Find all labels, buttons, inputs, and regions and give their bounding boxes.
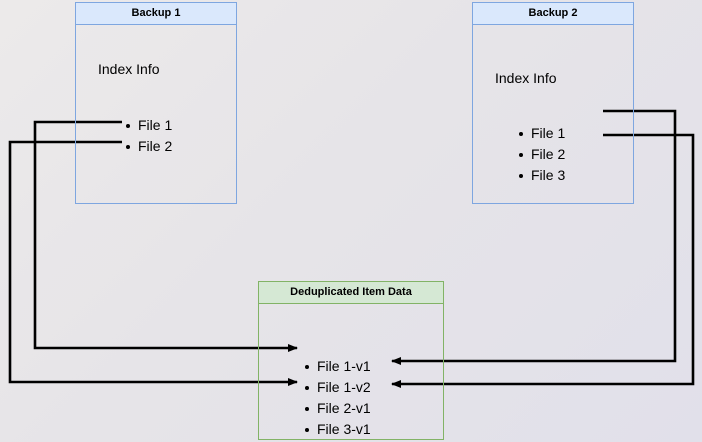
node-backup-1[interactable]: Backup 1 Index Info File 1 File 2 (75, 2, 237, 204)
node-backup-1-file-list: File 1 File 2 (125, 115, 172, 157)
node-backup-2[interactable]: Backup 2 Index Info File 1 File 2 File 3 (472, 2, 634, 204)
list-item[interactable]: File 1 (518, 123, 565, 144)
node-deduplicated-item-data-file-list: File 1-v1 File 1-v2 File 2-v1 File 3-v1 (304, 356, 371, 440)
list-item[interactable]: File 2 (125, 136, 172, 157)
list-item[interactable]: File 3 (518, 165, 565, 186)
list-item[interactable]: File 2 (518, 144, 565, 165)
list-item[interactable]: File 2-v1 (304, 398, 371, 419)
node-deduplicated-item-data[interactable]: Deduplicated Item Data File 1-v1 File 1-… (258, 281, 444, 440)
list-item[interactable]: File 1-v2 (304, 377, 371, 398)
node-backup-1-subtitle: Index Info (98, 61, 160, 77)
list-item[interactable]: File 1-v1 (304, 356, 371, 377)
node-backup-1-body: Index Info File 1 File 2 (76, 25, 236, 204)
node-backup-1-title: Backup 1 (76, 3, 236, 25)
node-deduplicated-item-data-title: Deduplicated Item Data (259, 282, 443, 304)
node-deduplicated-item-data-body: File 1-v1 File 1-v2 File 2-v1 File 3-v1 (259, 304, 443, 440)
list-item[interactable]: File 1 (125, 115, 172, 136)
list-item[interactable]: File 3-v1 (304, 419, 371, 440)
node-backup-2-title: Backup 2 (473, 3, 633, 25)
node-backup-2-file-list: File 1 File 2 File 3 (518, 123, 565, 186)
node-backup-2-subtitle: Index Info (495, 70, 557, 86)
node-backup-2-body: Index Info File 1 File 2 File 3 (473, 25, 633, 204)
